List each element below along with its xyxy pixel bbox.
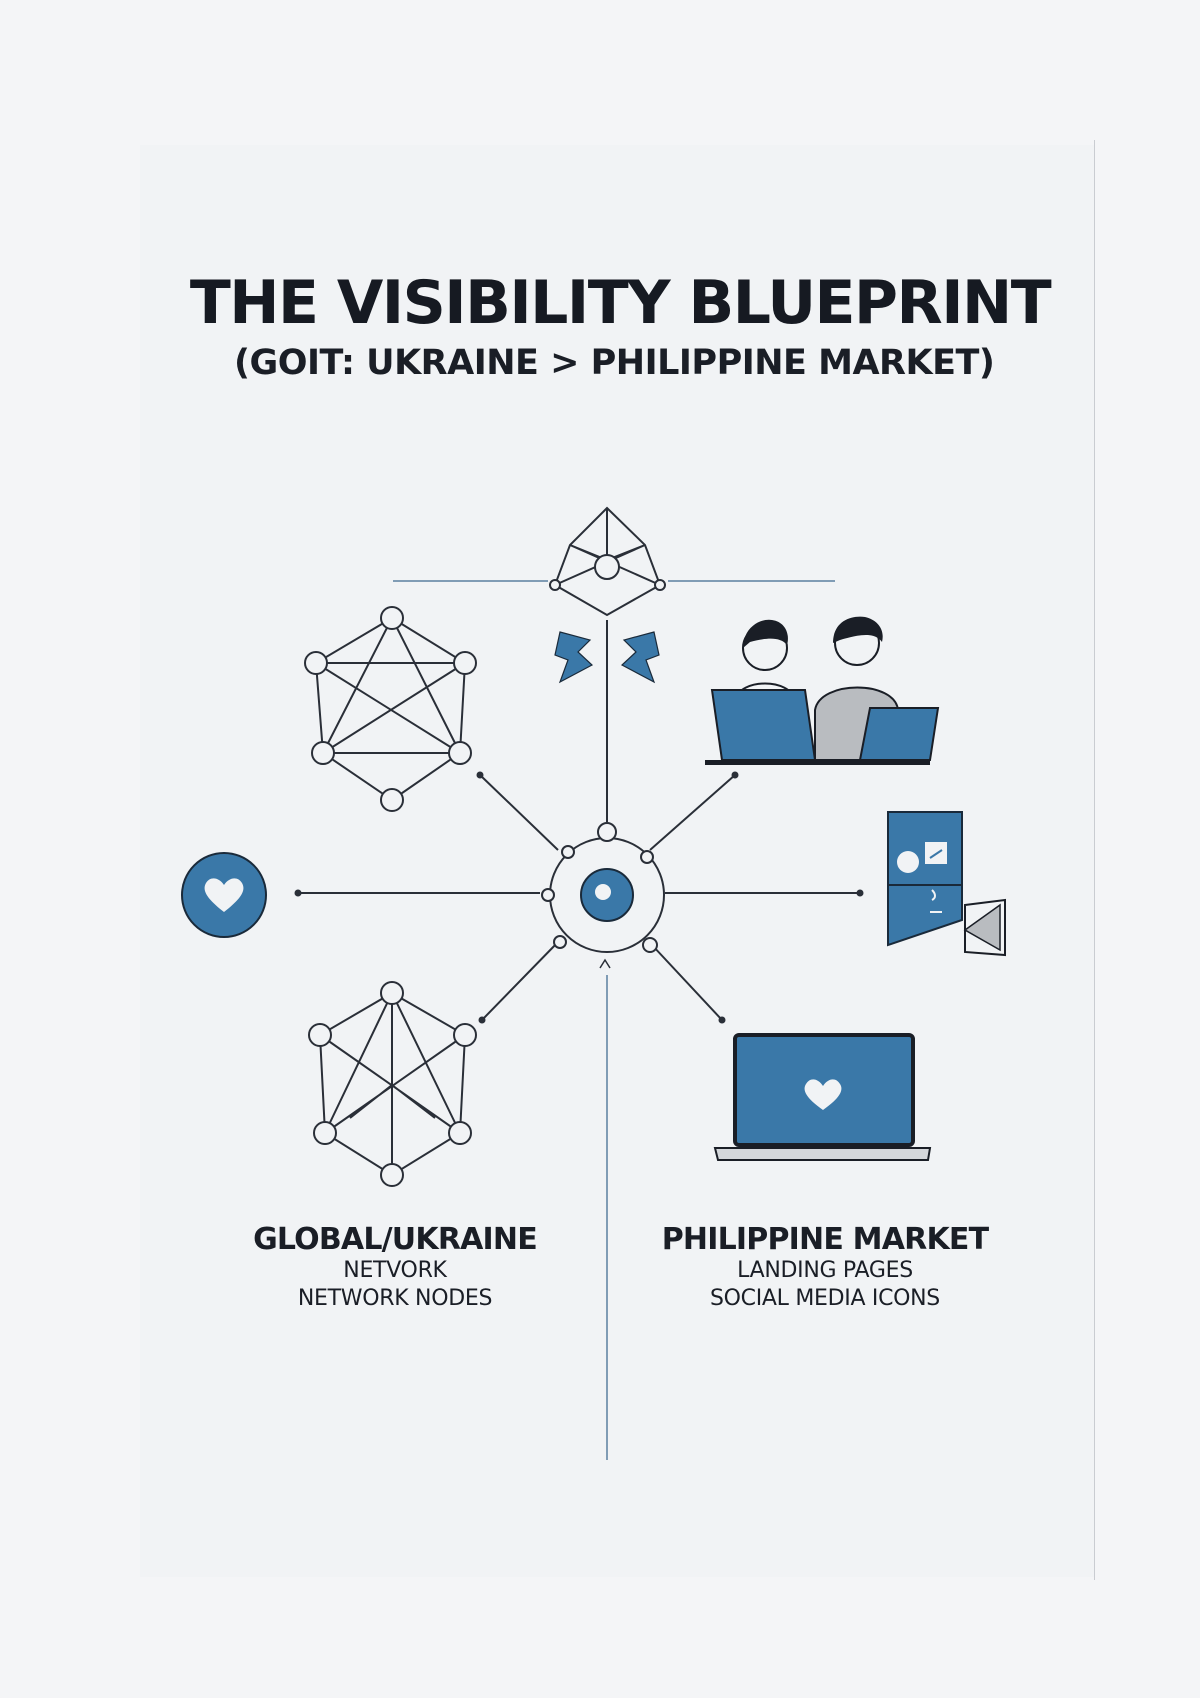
right-caption-heading: PHILIPPINE MARKET	[661, 1222, 989, 1257]
people-laptop-icon	[705, 616, 940, 765]
laptop-heart-icon	[713, 1033, 932, 1161]
page-edge-divider	[1094, 140, 1095, 1580]
page-title: THE VISIBILITY BLUEPRINT	[189, 268, 1052, 338]
right-caption: PHILIPPINE MARKET LANDING PAGES SOCIAL M…	[640, 1222, 1010, 1313]
left-caption-line2: NETWORK NODES	[297, 1286, 493, 1311]
page-subtitle: (GOIT: UKRAINE > PHILIPPINE MARKET)	[234, 343, 995, 383]
connector-endpoints	[294, 771, 864, 1024]
lower-network-node-icon	[308, 981, 477, 1187]
upper-network-node-icon	[304, 606, 477, 812]
connector-lines	[298, 580, 860, 1460]
right-caption-line1: LANDING PAGES	[737, 1258, 913, 1283]
left-caption-line1: NETVORK	[343, 1258, 447, 1283]
left-caption: GLOBAL/UKRAINE NETVORK NETWORK NODES	[220, 1222, 570, 1313]
phone-icon	[887, 811, 1006, 957]
heart-icon	[181, 852, 267, 938]
top-network-node-icon	[549, 506, 666, 617]
right-caption-line2: SOCIAL MEDIA ICONS	[710, 1286, 940, 1311]
exchange-arrows-icon	[554, 631, 660, 684]
hub-icon	[541, 822, 665, 969]
left-caption-heading: GLOBAL/UKRAINE	[253, 1222, 538, 1257]
